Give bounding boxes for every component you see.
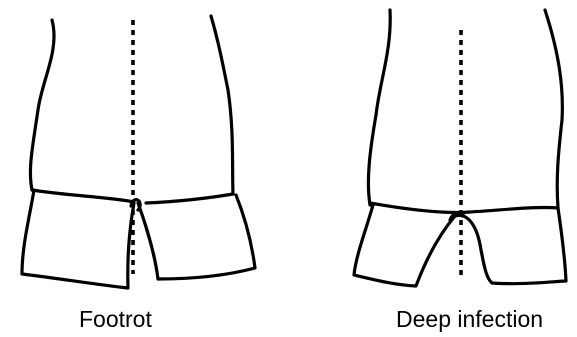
- footrot-hoof-drawing: [22, 16, 255, 288]
- deep-right-claw: [455, 208, 566, 284]
- footrot-right-claw: [138, 195, 255, 279]
- deep-infection-label: Deep infection: [396, 308, 543, 331]
- footrot-right-leg-outline: [211, 16, 233, 194]
- deep-left-claw: [354, 205, 455, 286]
- footrot-left-leg-outline: [30, 20, 54, 190]
- deep-coronary-band: [370, 203, 558, 213]
- deep-right-leg-outline: [545, 10, 562, 208]
- footrot-left-claw: [22, 190, 134, 288]
- footrot-label: Footrot: [79, 308, 152, 331]
- deep-infection-hoof-drawing: [354, 10, 566, 286]
- deep-left-leg-outline: [368, 10, 390, 205]
